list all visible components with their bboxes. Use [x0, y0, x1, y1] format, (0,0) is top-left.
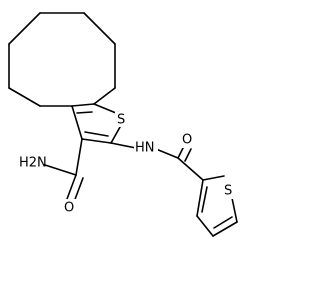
carboxamide-group [41, 138, 84, 203]
bond [8, 87, 41, 107]
chemical-structure: S H2N O HN O S [8, 12, 238, 237]
bond [41, 163, 77, 176]
bond [231, 197, 238, 223]
sulfur-atom-label: S [224, 184, 232, 199]
bond [81, 138, 112, 144]
bond [75, 138, 83, 176]
amino-group-label: H2N [19, 156, 47, 171]
double-bond-inner [76, 111, 93, 114]
double-bond-inner [213, 216, 233, 229]
bond [93, 103, 117, 114]
double-bond-inner [201, 186, 208, 213]
bond [212, 221, 238, 237]
bond [93, 87, 116, 105]
bond [155, 148, 179, 159]
atom-labels: S H2N O HN O S [18, 111, 236, 216]
bond [71, 105, 83, 140]
bond [71, 103, 95, 107]
bond [196, 179, 204, 217]
bond [202, 175, 225, 181]
bond [66, 174, 77, 200]
nh-group-label: HN [135, 141, 155, 156]
oxygen-atom-label: O [182, 133, 192, 148]
bond [83, 12, 116, 45]
double-bond [73, 177, 84, 203]
oxygen-atom-label: O [64, 201, 74, 216]
bond [177, 157, 204, 181]
bond [110, 142, 137, 149]
cyclooctane-ring [8, 12, 116, 107]
double-bond [184, 148, 192, 162]
thienyl-ring [196, 175, 238, 237]
bond [8, 12, 41, 45]
bond [196, 215, 214, 237]
sulfur-atom-label: S [117, 113, 125, 128]
double-bond-inner [84, 131, 109, 137]
